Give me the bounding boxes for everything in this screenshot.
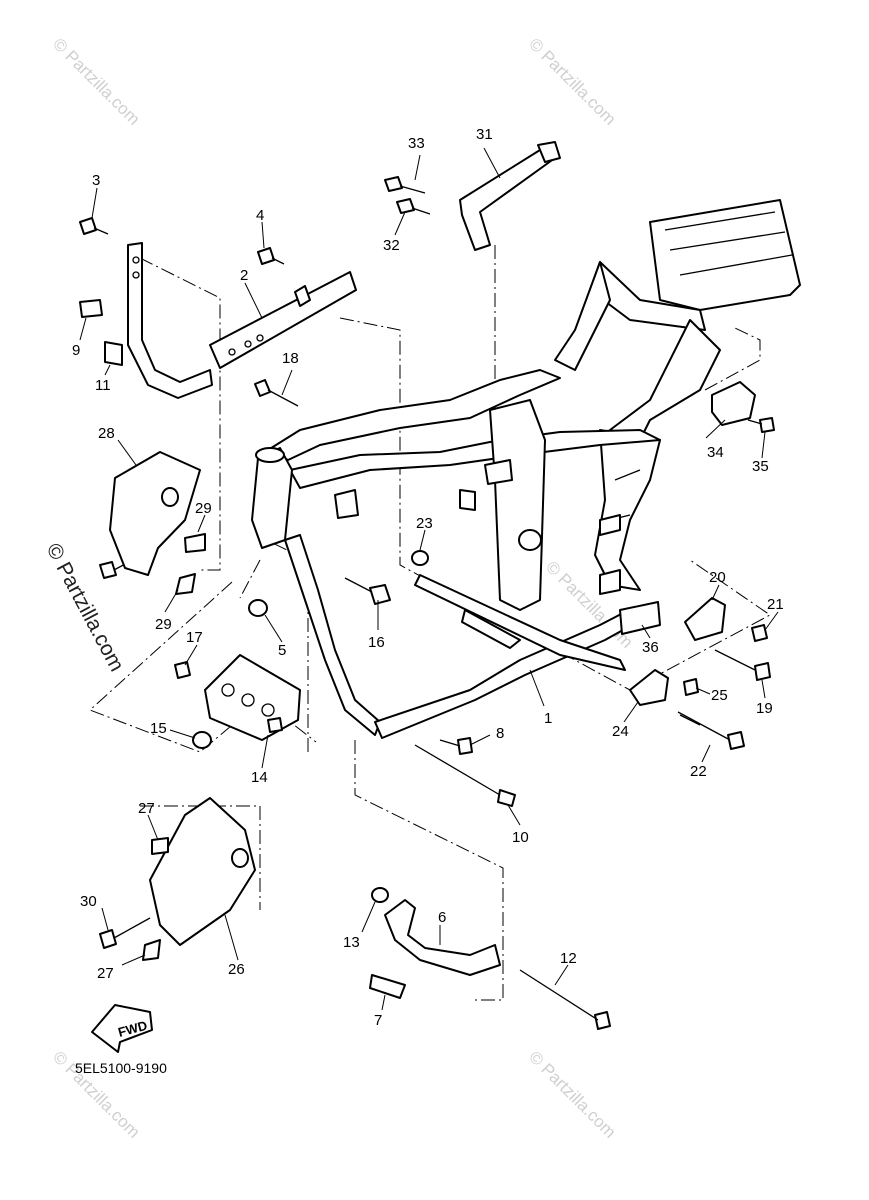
callout-20: 20: [709, 569, 726, 586]
callout-35: 35: [752, 458, 769, 475]
callout-13: 13: [343, 934, 360, 951]
callout-29a: 29: [195, 500, 212, 517]
callout-30: 30: [80, 893, 97, 910]
callout-1: 1: [544, 710, 552, 727]
watermark-bottom-right: © Partzilla.com: [525, 1047, 619, 1141]
callout-10: 10: [512, 829, 529, 846]
diagram-code: 5EL5100-9190: [75, 1060, 167, 1076]
watermark-side: © Partzilla.com: [42, 540, 129, 676]
watermark-top-left: © Partzilla.com: [49, 34, 143, 128]
callout-33: 33: [408, 135, 425, 152]
callout-24: 24: [612, 723, 629, 740]
callout-25: 25: [711, 687, 728, 704]
fasteners: [79, 176, 775, 1030]
callout-8: 8: [496, 725, 504, 742]
callout-26: 26: [228, 961, 245, 978]
callout-32: 32: [383, 237, 400, 254]
part-26-cover: [142, 797, 256, 961]
callout-2: 2: [240, 267, 248, 284]
callout-15: 15: [150, 720, 167, 737]
callout-22: 22: [690, 763, 707, 780]
callouts: 1 2 3 4 5 6 7 8 9 10 11 12 13 14 15 16 1…: [72, 126, 784, 1029]
callout-28: 28: [98, 425, 115, 442]
callout-4: 4: [256, 207, 264, 224]
callout-5: 5: [278, 642, 286, 659]
main-frame: [251, 199, 801, 739]
watermark-top-right: © Partzilla.com: [525, 34, 619, 128]
part-14-mount-plate: [204, 654, 301, 741]
callout-12: 12: [560, 950, 577, 967]
part-31-bracket: [459, 141, 561, 251]
part-6-stand: [369, 899, 501, 999]
callout-14: 14: [251, 769, 268, 786]
callout-18: 18: [282, 350, 299, 367]
part-28-cover: [109, 451, 206, 595]
watermarks: © Partzilla.com © Partzilla.com © Partzi…: [42, 34, 637, 1141]
callout-34: 34: [707, 444, 724, 461]
callout-31: 31: [476, 126, 493, 143]
callout-7: 7: [374, 1012, 382, 1029]
callout-9: 9: [72, 342, 80, 359]
leader-lines: [79, 147, 779, 1011]
callout-27a: 27: [138, 800, 155, 817]
part-24-bracket: [629, 669, 669, 706]
callout-19: 19: [756, 700, 773, 717]
callout-11: 11: [95, 377, 111, 394]
fwd-arrow: FWD: [91, 1004, 153, 1053]
callout-6: 6: [438, 909, 446, 926]
part-34-block: [711, 381, 756, 426]
callout-27b: 27: [97, 965, 114, 982]
part-36-label: [619, 601, 661, 635]
callout-16: 16: [368, 634, 385, 651]
part-20-bracket: [684, 597, 726, 641]
part-2-bracket: [209, 271, 357, 369]
callout-29b: 29: [155, 616, 172, 633]
callout-23: 23: [416, 515, 433, 532]
callout-36: 36: [642, 639, 659, 656]
callout-17: 17: [186, 629, 203, 646]
callout-3: 3: [92, 172, 100, 189]
fwd-label: FWD: [116, 1018, 148, 1040]
callout-21: 21: [767, 596, 784, 613]
part-3-curved-bar: [79, 242, 213, 399]
